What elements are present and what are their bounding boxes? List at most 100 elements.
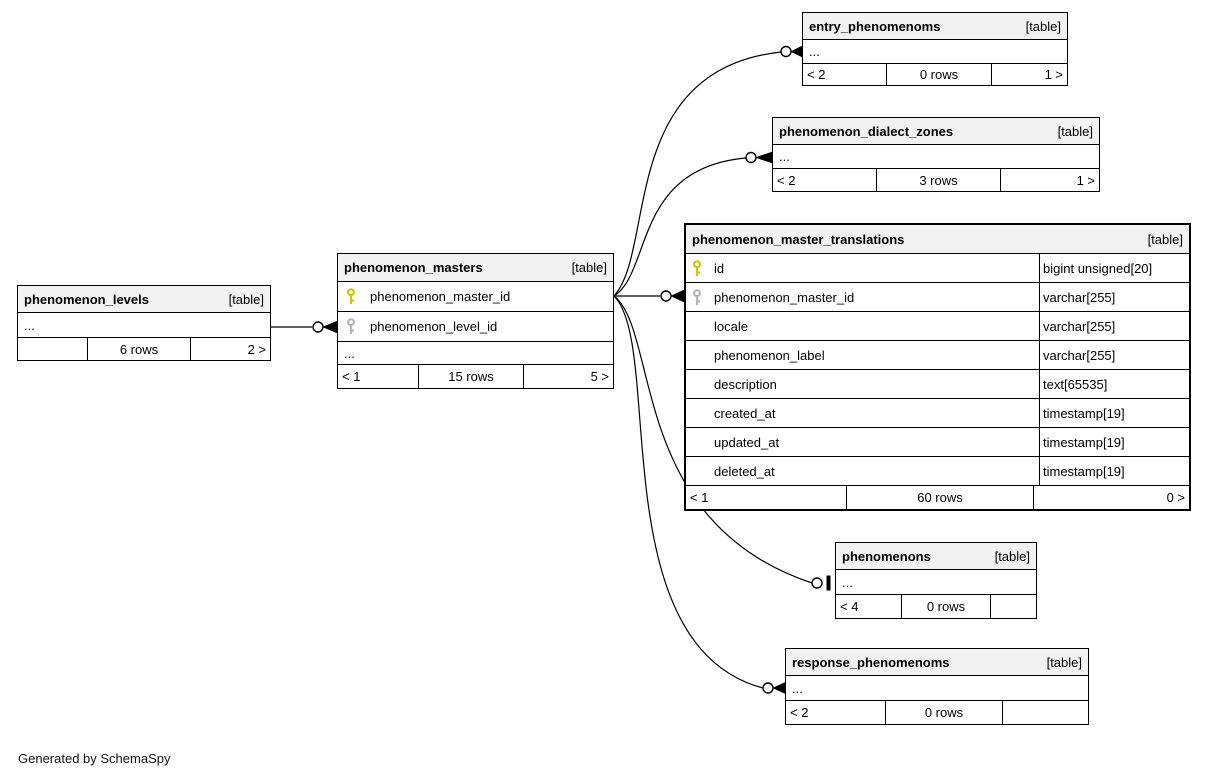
footer-children: 2 > xyxy=(190,338,270,360)
table-name: phenomenons xyxy=(842,548,931,564)
footer-rowcount: 3 rows xyxy=(876,169,1000,191)
column-row-updated_at[interactable]: updated_at timestamp[19] xyxy=(686,427,1189,456)
table-response_phenomenoms[interactable]: response_phenomenoms [table] ... < 2 0 r… xyxy=(785,648,1089,725)
footer-children: 5 > xyxy=(523,365,613,388)
edge-masters-response xyxy=(613,295,764,689)
table-phenomenon_dialect_zones[interactable]: phenomenon_dialect_zones [table] ... < 2… xyxy=(772,117,1100,192)
table-phenomenons[interactable]: phenomenons [table] ... < 4 0 rows xyxy=(835,542,1037,619)
column-row-deleted_at[interactable]: deleted_at timestamp[19] xyxy=(686,456,1189,485)
table-footer: < 2 0 rows 1 > xyxy=(803,63,1067,85)
footer-parents: < 1 xyxy=(690,490,709,505)
column-row-phenomenon_level_id[interactable]: phenomenon_level_id xyxy=(338,311,613,341)
edge-masters-entry xyxy=(613,51,782,297)
column-name: description xyxy=(714,376,777,392)
column-type: timestamp[19] xyxy=(1039,457,1189,485)
columns-ellipsis-row: ... xyxy=(773,144,1099,168)
table-kind-label: [table] xyxy=(228,291,264,307)
columns-ellipsis-row: ... xyxy=(836,569,1036,594)
column-name: updated_at xyxy=(714,434,780,450)
table-footer: < 1 60 rows 0 > xyxy=(686,485,1189,509)
footer-rowcount: 6 rows xyxy=(87,338,190,360)
column-name: phenomenon_label xyxy=(714,347,825,363)
footer-children xyxy=(990,595,1036,618)
footer-parents: < 1 xyxy=(342,369,361,384)
column-name: phenomenon_level_id xyxy=(370,319,498,334)
column-name: deleted_at xyxy=(714,463,775,479)
footer-rowcount: 60 rows xyxy=(846,486,1033,509)
table-phenomenon_masters[interactable]: phenomenon_masters [table] phenomenon_ma… xyxy=(337,253,614,389)
table-footer: < 2 0 rows xyxy=(786,700,1088,724)
table-header[interactable]: phenomenon_master_translations [table] xyxy=(686,225,1189,253)
table-name: entry_phenomenoms xyxy=(809,18,941,34)
columns-ellipsis-row: ... xyxy=(338,341,613,364)
table-header[interactable]: phenomenon_masters [table] xyxy=(338,254,613,281)
ellipsis-text: ... xyxy=(779,149,790,164)
footer-children: 1 > xyxy=(991,64,1067,85)
edge-masters-dialect xyxy=(613,157,747,297)
column-type: text[65535] xyxy=(1039,370,1189,398)
ellipsis-text: ... xyxy=(842,574,853,590)
foreign-key-icon xyxy=(346,318,356,335)
table-kind-label: [table] xyxy=(1057,123,1093,139)
table-kind-label: [table] xyxy=(994,548,1030,564)
column-row-phenomenon_label[interactable]: phenomenon_label varchar[255] xyxy=(686,340,1189,369)
table-header[interactable]: phenomenon_dialect_zones [table] xyxy=(773,118,1099,144)
column-name: created_at xyxy=(714,405,776,421)
table-phenomenon_levels[interactable]: phenomenon_levels [table] ... 6 rows 2 > xyxy=(17,285,271,361)
table-name: phenomenon_levels xyxy=(24,291,149,307)
footer-rowcount: 0 rows xyxy=(886,64,991,85)
table-header[interactable]: entry_phenomenoms [table] xyxy=(803,13,1067,39)
table-header[interactable]: phenomenons [table] xyxy=(836,543,1036,569)
column-row-phenomenon_master_id[interactable]: phenomenon_master_id varchar[255] xyxy=(686,282,1189,311)
column-row-phenomenon_master_id[interactable]: phenomenon_master_id xyxy=(338,281,613,311)
column-row-created_at[interactable]: created_at timestamp[19] xyxy=(686,398,1189,427)
table-footer: < 2 3 rows 1 > xyxy=(773,168,1099,191)
generated-by-note: Generated by SchemaSpy xyxy=(18,751,171,766)
primary-key-icon xyxy=(692,259,702,277)
table-kind-label: [table] xyxy=(1025,18,1061,34)
column-name: id xyxy=(714,260,725,276)
column-name: locale xyxy=(714,318,748,334)
table-name: phenomenon_master_translations xyxy=(692,231,905,247)
footer-rowcount: 15 rows xyxy=(418,365,523,388)
column-type: timestamp[19] xyxy=(1039,428,1189,456)
ellipsis-text: ... xyxy=(24,317,35,333)
column-row-locale[interactable]: locale varchar[255] xyxy=(686,311,1189,340)
table-name: phenomenon_dialect_zones xyxy=(779,123,954,139)
footer-rowcount: 0 rows xyxy=(901,595,990,618)
footer-parents: < 2 xyxy=(790,705,809,720)
table-kind-label: [table] xyxy=(571,260,607,275)
footer-rowcount: 0 rows xyxy=(885,701,1002,724)
columns-ellipsis-row: ... xyxy=(786,675,1088,700)
column-type: bigint unsigned[20] xyxy=(1039,254,1189,282)
columns-ellipsis-row: ... xyxy=(803,39,1067,63)
column-type: varchar[255] xyxy=(1039,341,1189,369)
columns-ellipsis-row: ... xyxy=(18,312,270,337)
edge-marker-masters-level-id xyxy=(312,320,338,334)
table-kind-label: [table] xyxy=(1046,654,1082,670)
table-name: phenomenon_masters xyxy=(344,260,483,275)
table-phenomenon_master_translations[interactable]: phenomenon_master_translations [table] i… xyxy=(684,223,1191,511)
column-type: varchar[255] xyxy=(1039,312,1189,340)
column-name: phenomenon_master_id xyxy=(370,289,511,304)
column-type: varchar[255] xyxy=(1039,283,1189,311)
table-header[interactable]: phenomenon_levels [table] xyxy=(18,286,270,312)
table-header[interactable]: response_phenomenoms [table] xyxy=(786,649,1088,675)
table-footer: 6 rows 2 > xyxy=(18,337,270,360)
ellipsis-text: ... xyxy=(344,345,355,361)
ellipsis-text: ... xyxy=(792,680,803,696)
table-name: response_phenomenoms xyxy=(792,654,950,670)
footer-children: 1 > xyxy=(1000,169,1099,191)
primary-key-icon xyxy=(346,288,356,305)
edge-masters-phenomenons xyxy=(613,295,813,584)
column-row-description[interactable]: description text[65535] xyxy=(686,369,1189,398)
edge-marker-dialect xyxy=(745,151,773,164)
column-row-id[interactable]: id bigint unsigned[20] xyxy=(686,253,1189,282)
footer-children xyxy=(1002,701,1088,724)
footer-parents: < 2 xyxy=(807,67,826,82)
column-type: timestamp[19] xyxy=(1039,399,1189,427)
table-footer: < 4 0 rows xyxy=(836,594,1036,618)
table-entry_phenomenoms[interactable]: entry_phenomenoms [table] ... < 2 0 rows… xyxy=(802,12,1068,86)
